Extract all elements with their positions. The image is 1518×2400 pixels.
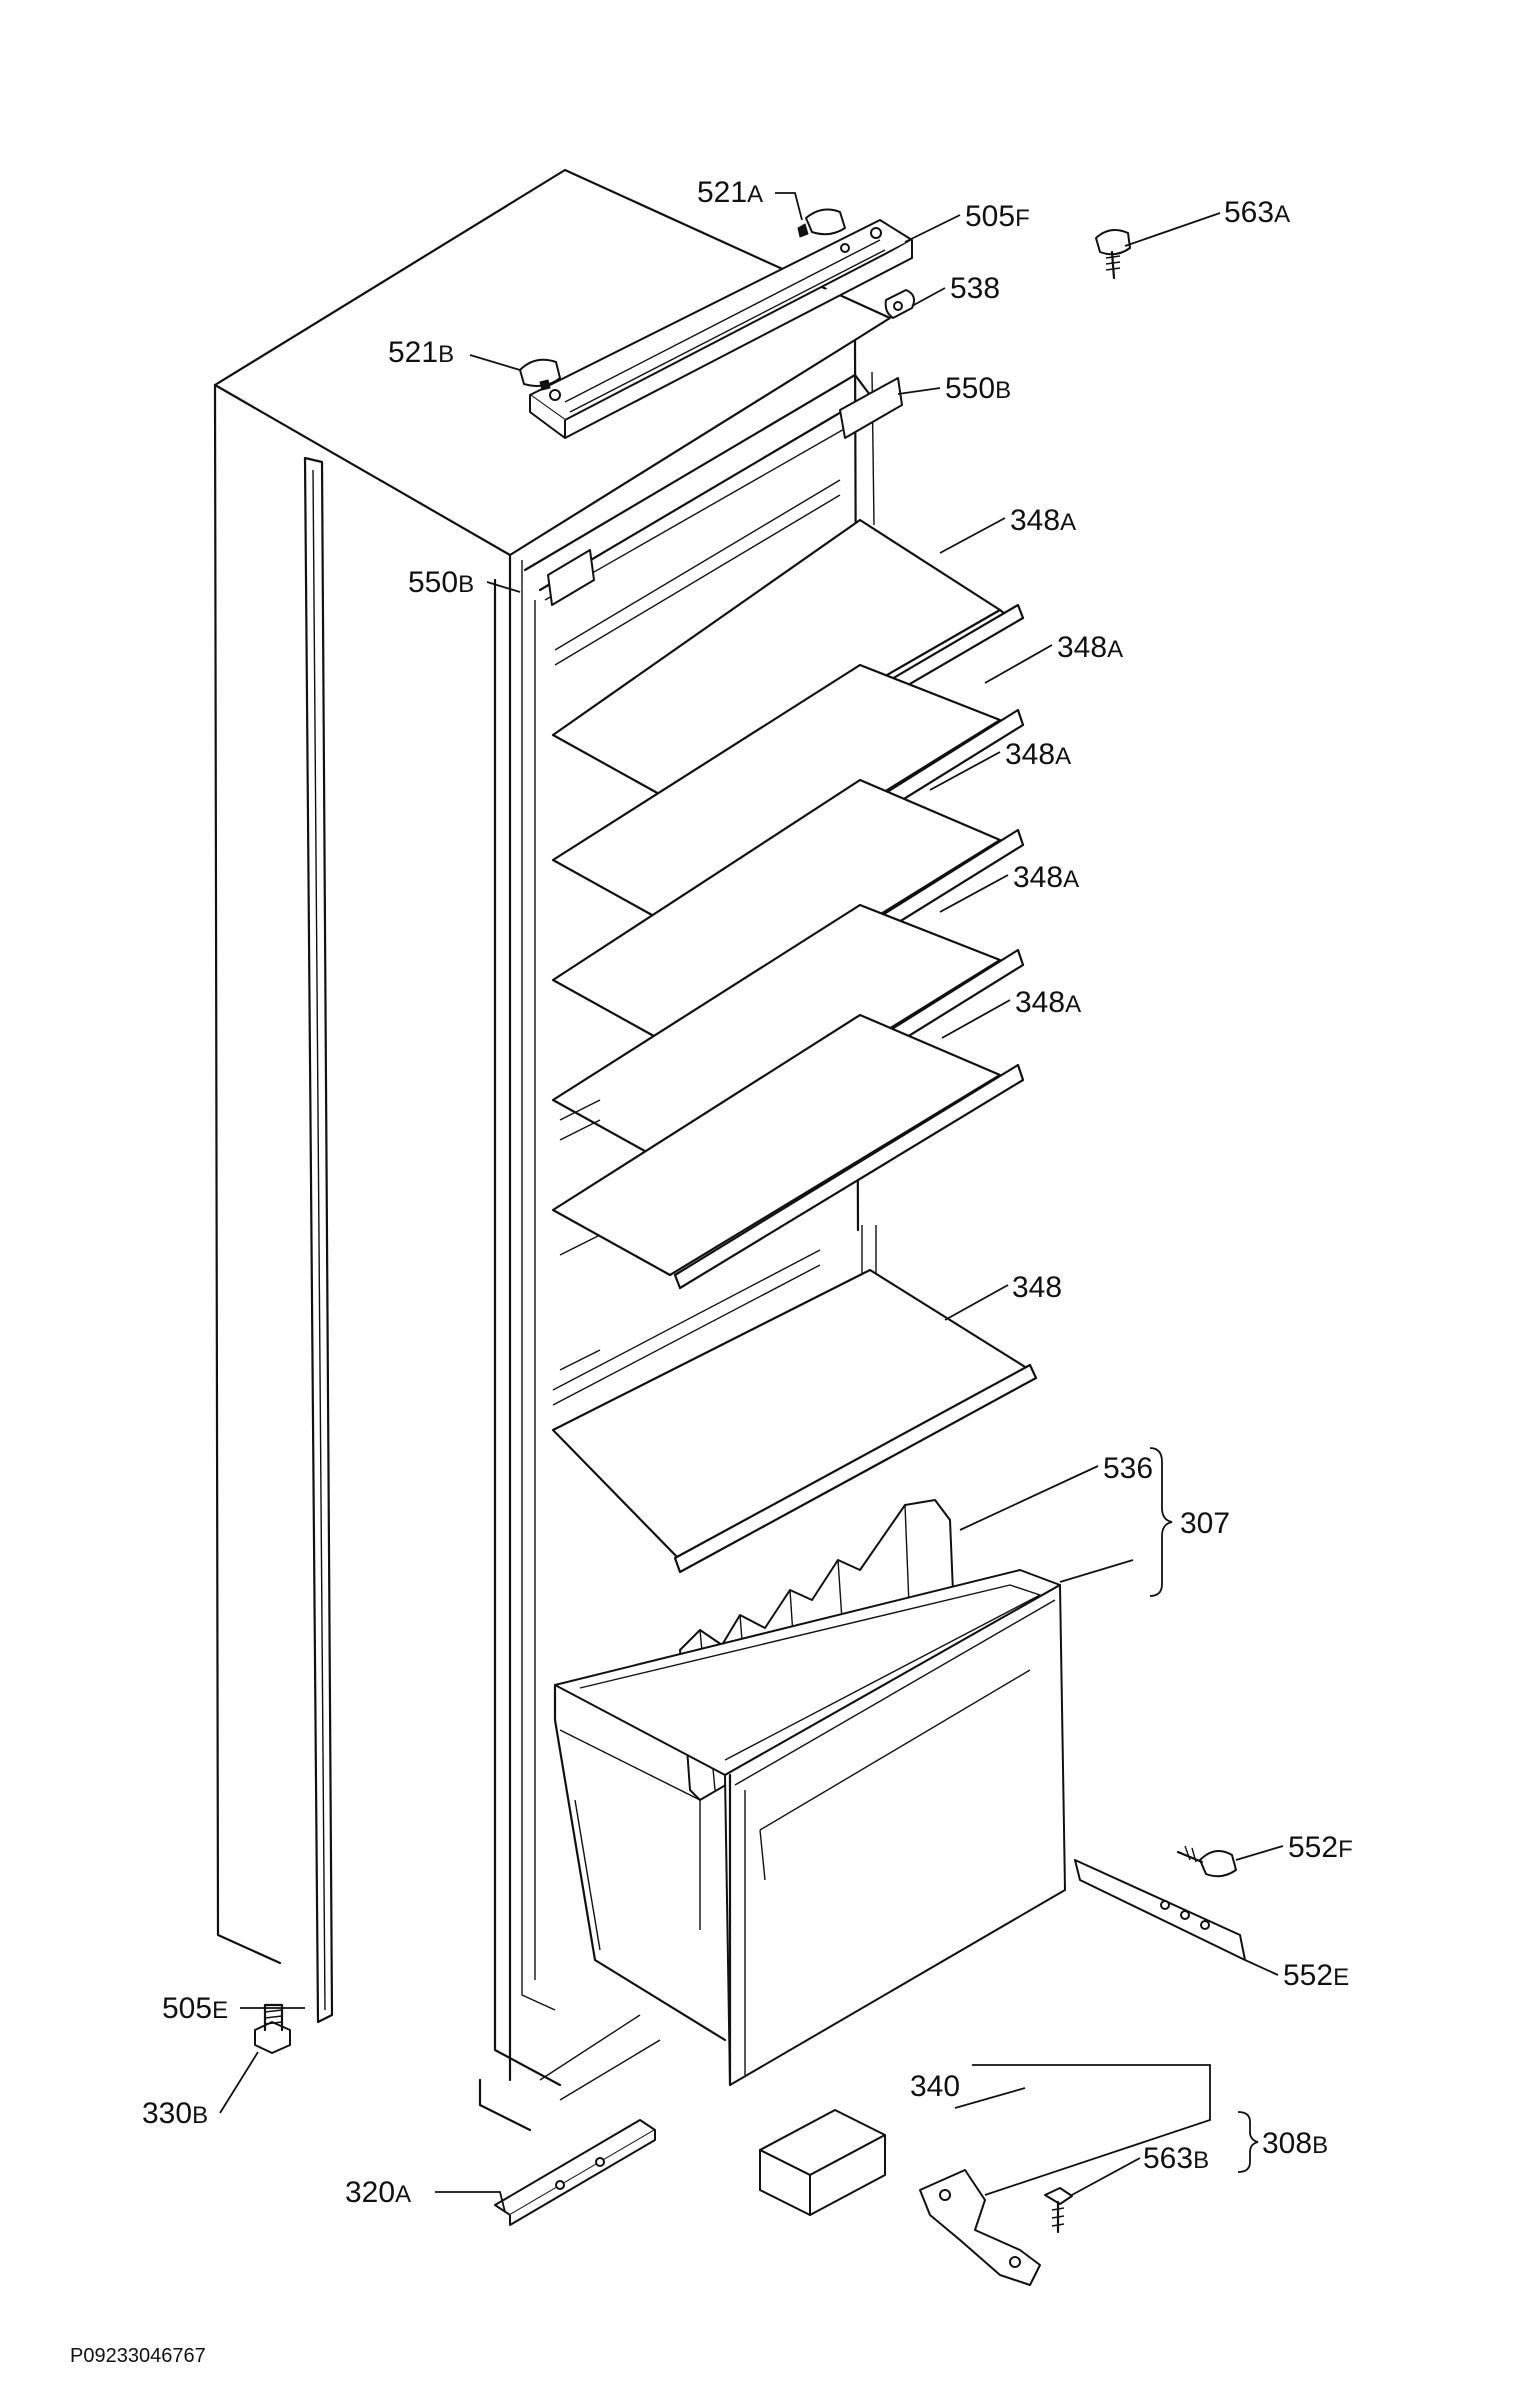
rail-320a [494, 2119, 656, 2226]
brace-308b [1237, 2111, 1259, 2173]
drawing-code: P09233046767 [70, 2345, 206, 2367]
label-550b-left [547, 549, 595, 606]
label-536: 536 [1103, 1452, 1153, 1485]
label-307: 307 [1180, 1507, 1230, 1540]
part-labels: 521A 505F 563A 538 521B 550B 550B 348A 3… [142, 176, 1353, 2209]
label-348: 348 [1012, 1271, 1062, 1304]
label-550b-top: 550B [945, 372, 1011, 405]
label-340: 340 [910, 2070, 960, 2103]
label-563b: 563B [1143, 2142, 1209, 2175]
label-348a-2: 348A [1057, 631, 1123, 664]
drawer-307 [553, 1569, 1066, 2087]
label-348a-1: 348A [1010, 504, 1076, 537]
label-348a-5: 348A [1015, 986, 1081, 1019]
top-bracket-505f [529, 219, 913, 439]
door-gasket-505e [303, 456, 334, 2024]
box-340 [759, 2109, 886, 2216]
label-521a: 521A [697, 176, 763, 209]
label-320a: 320A [345, 2176, 411, 2209]
label-505e: 505E [162, 1992, 228, 2025]
glass-shelf-348 [551, 1249, 1038, 1574]
leader-lines [219, 192, 1284, 2213]
label-552f: 552F [1288, 1831, 1353, 1864]
label-550b-left: 550B [408, 566, 474, 599]
label-348a-3: 348A [1005, 738, 1071, 771]
brace-307 [1149, 1447, 1173, 1597]
foot-330b [254, 2003, 291, 2054]
label-538: 538 [950, 272, 1000, 305]
screw-552f [1176, 1845, 1237, 1878]
cover-521b [519, 358, 561, 391]
label-521b: 521B [388, 336, 454, 369]
label-308b: 308B [1262, 2127, 1328, 2160]
label-563a: 563A [1224, 196, 1290, 229]
cover-521a [797, 208, 846, 238]
label-348a-4: 348A [1013, 861, 1079, 894]
hinge-308b [919, 2169, 1041, 2286]
screw-563a [1095, 228, 1131, 280]
glass-shelf-348a-5 [551, 1013, 1025, 1290]
label-330b: 330B [142, 2097, 208, 2130]
screw-563b [1044, 2187, 1073, 2234]
cabinet-body [213, 168, 892, 2132]
label-550b-top [839, 377, 903, 439]
label-505f: 505F [965, 200, 1030, 233]
hinge-cover-538 [884, 289, 915, 319]
shelf-rails [559, 1099, 601, 1371]
label-552e: 552E [1283, 1959, 1349, 1992]
